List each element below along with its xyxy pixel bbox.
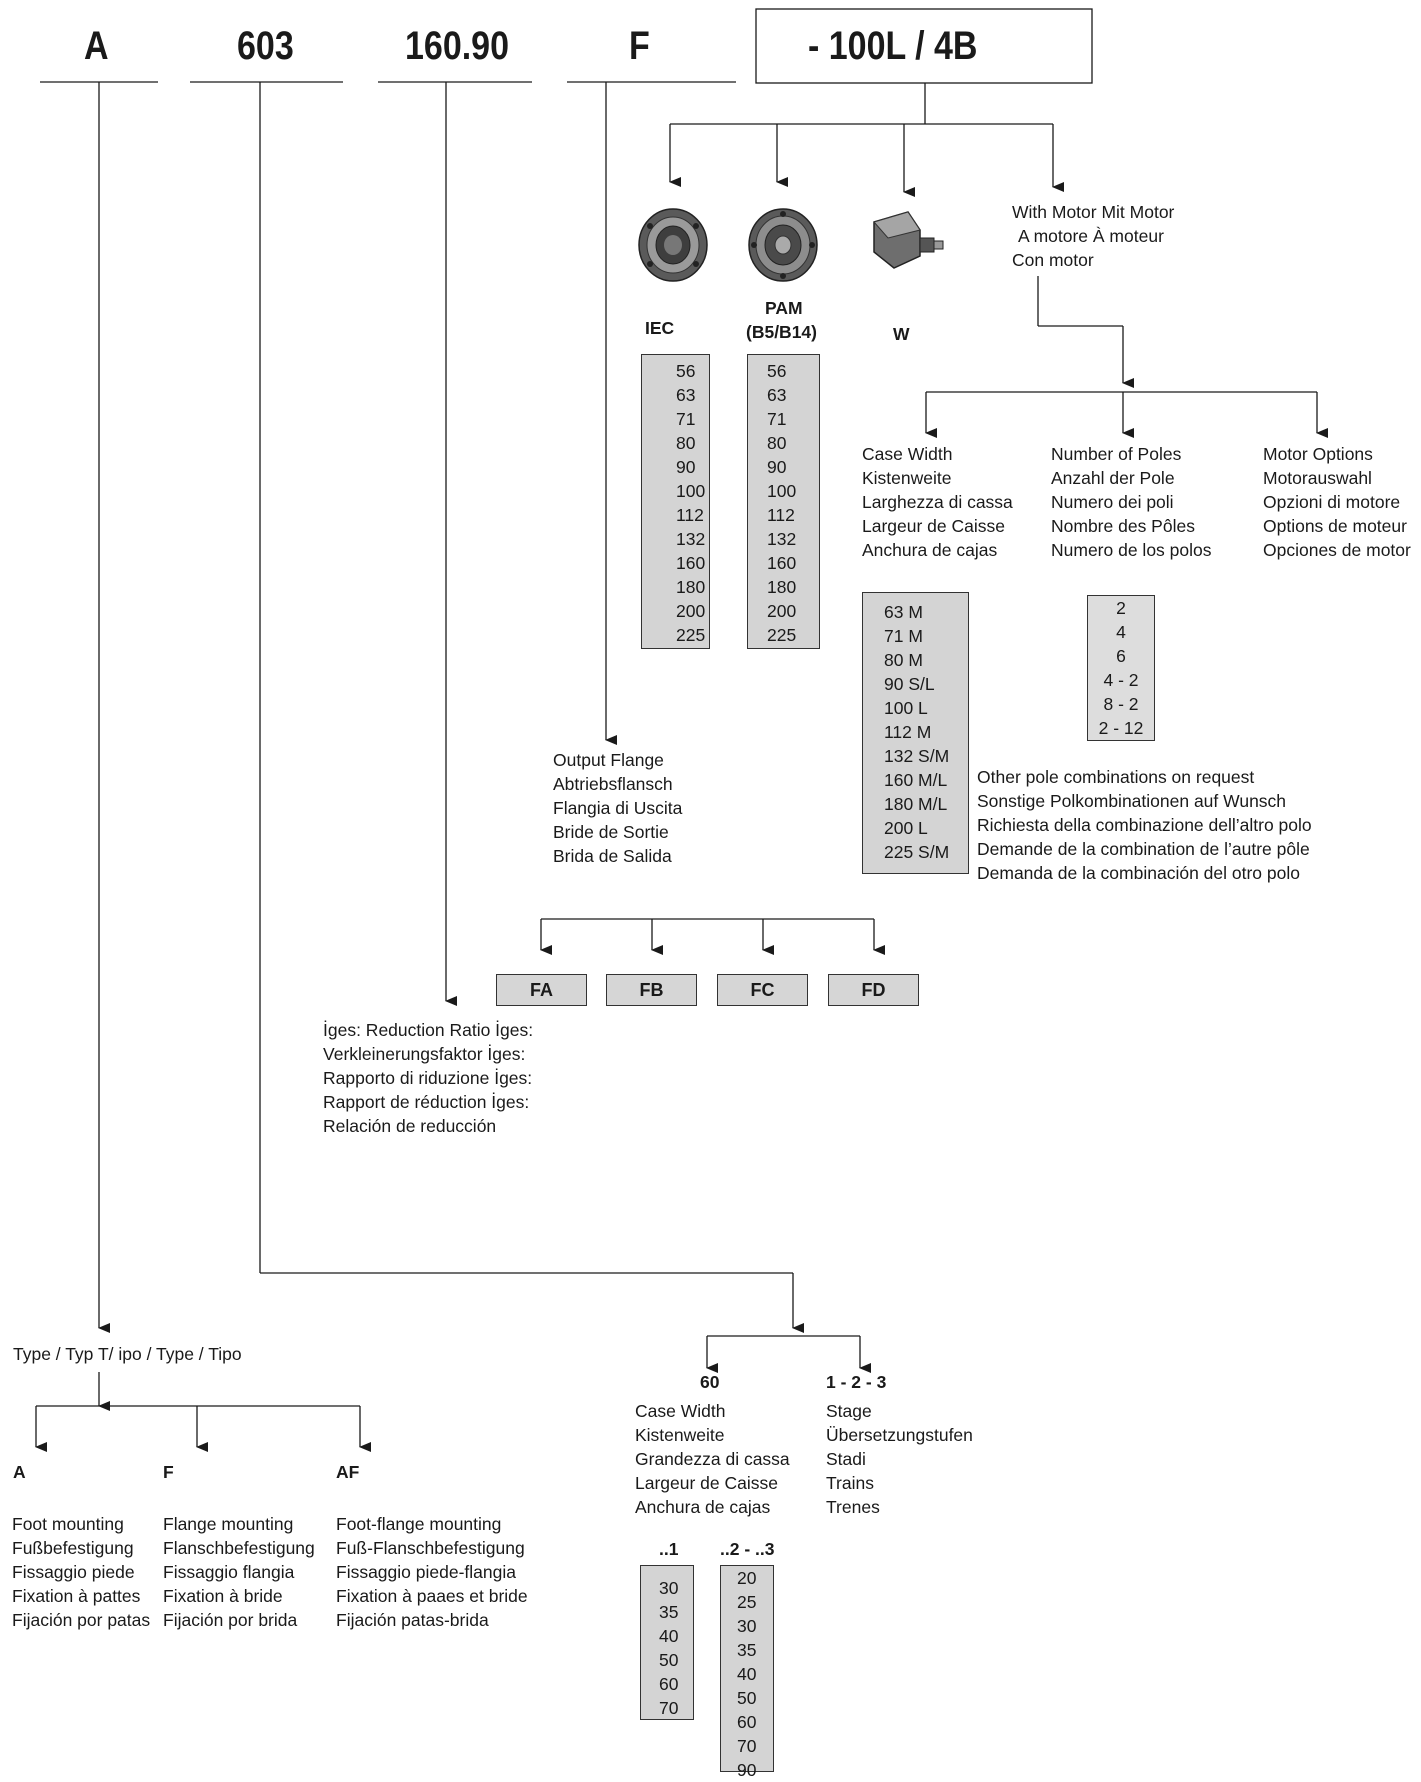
type-code-f: F — [163, 1462, 174, 1482]
code-segment-size: 603 — [237, 24, 294, 68]
flange-code-fb: FB — [606, 974, 697, 1006]
code-segment-flange: F — [629, 24, 650, 68]
flange-code-fd: FD — [828, 974, 919, 1006]
type-code-af: AF — [336, 1462, 360, 1482]
multi-stage-label: ..2 - ..3 — [720, 1539, 775, 1559]
pam-sub-label: (B5/B14) — [746, 322, 817, 342]
type-code-a: A — [13, 1462, 26, 1482]
iec-label: IEC — [645, 318, 675, 338]
case-size-code: 60 — [700, 1372, 720, 1392]
single-stage-label: ..1 — [659, 1539, 679, 1559]
pam-label: PAM — [765, 298, 803, 318]
pam-adapter-icon — [748, 208, 818, 282]
stage-code: 1 - 2 - 3 — [826, 1372, 887, 1392]
w-label: W — [893, 324, 910, 344]
reduction-ratio-label: İges: Reduction Ratio İges:Verkleinerung… — [323, 1020, 534, 1136]
code-segment-type: A — [84, 24, 109, 68]
code-segment-motor: - 100L / 4B — [808, 24, 978, 68]
flange-code-fa: FA — [496, 974, 587, 1006]
flange-code-fc: FC — [717, 974, 808, 1006]
with-motor-label: With Motor Mit Motor A motore À moteur C… — [1012, 202, 1175, 270]
input-shaft-icon — [873, 211, 944, 269]
code-segment-ratio: 160.90 — [405, 24, 509, 68]
type-title: Type / Typ T/ ipo / Type / Tipo — [13, 1344, 242, 1364]
iec-adapter-icon — [638, 208, 708, 282]
